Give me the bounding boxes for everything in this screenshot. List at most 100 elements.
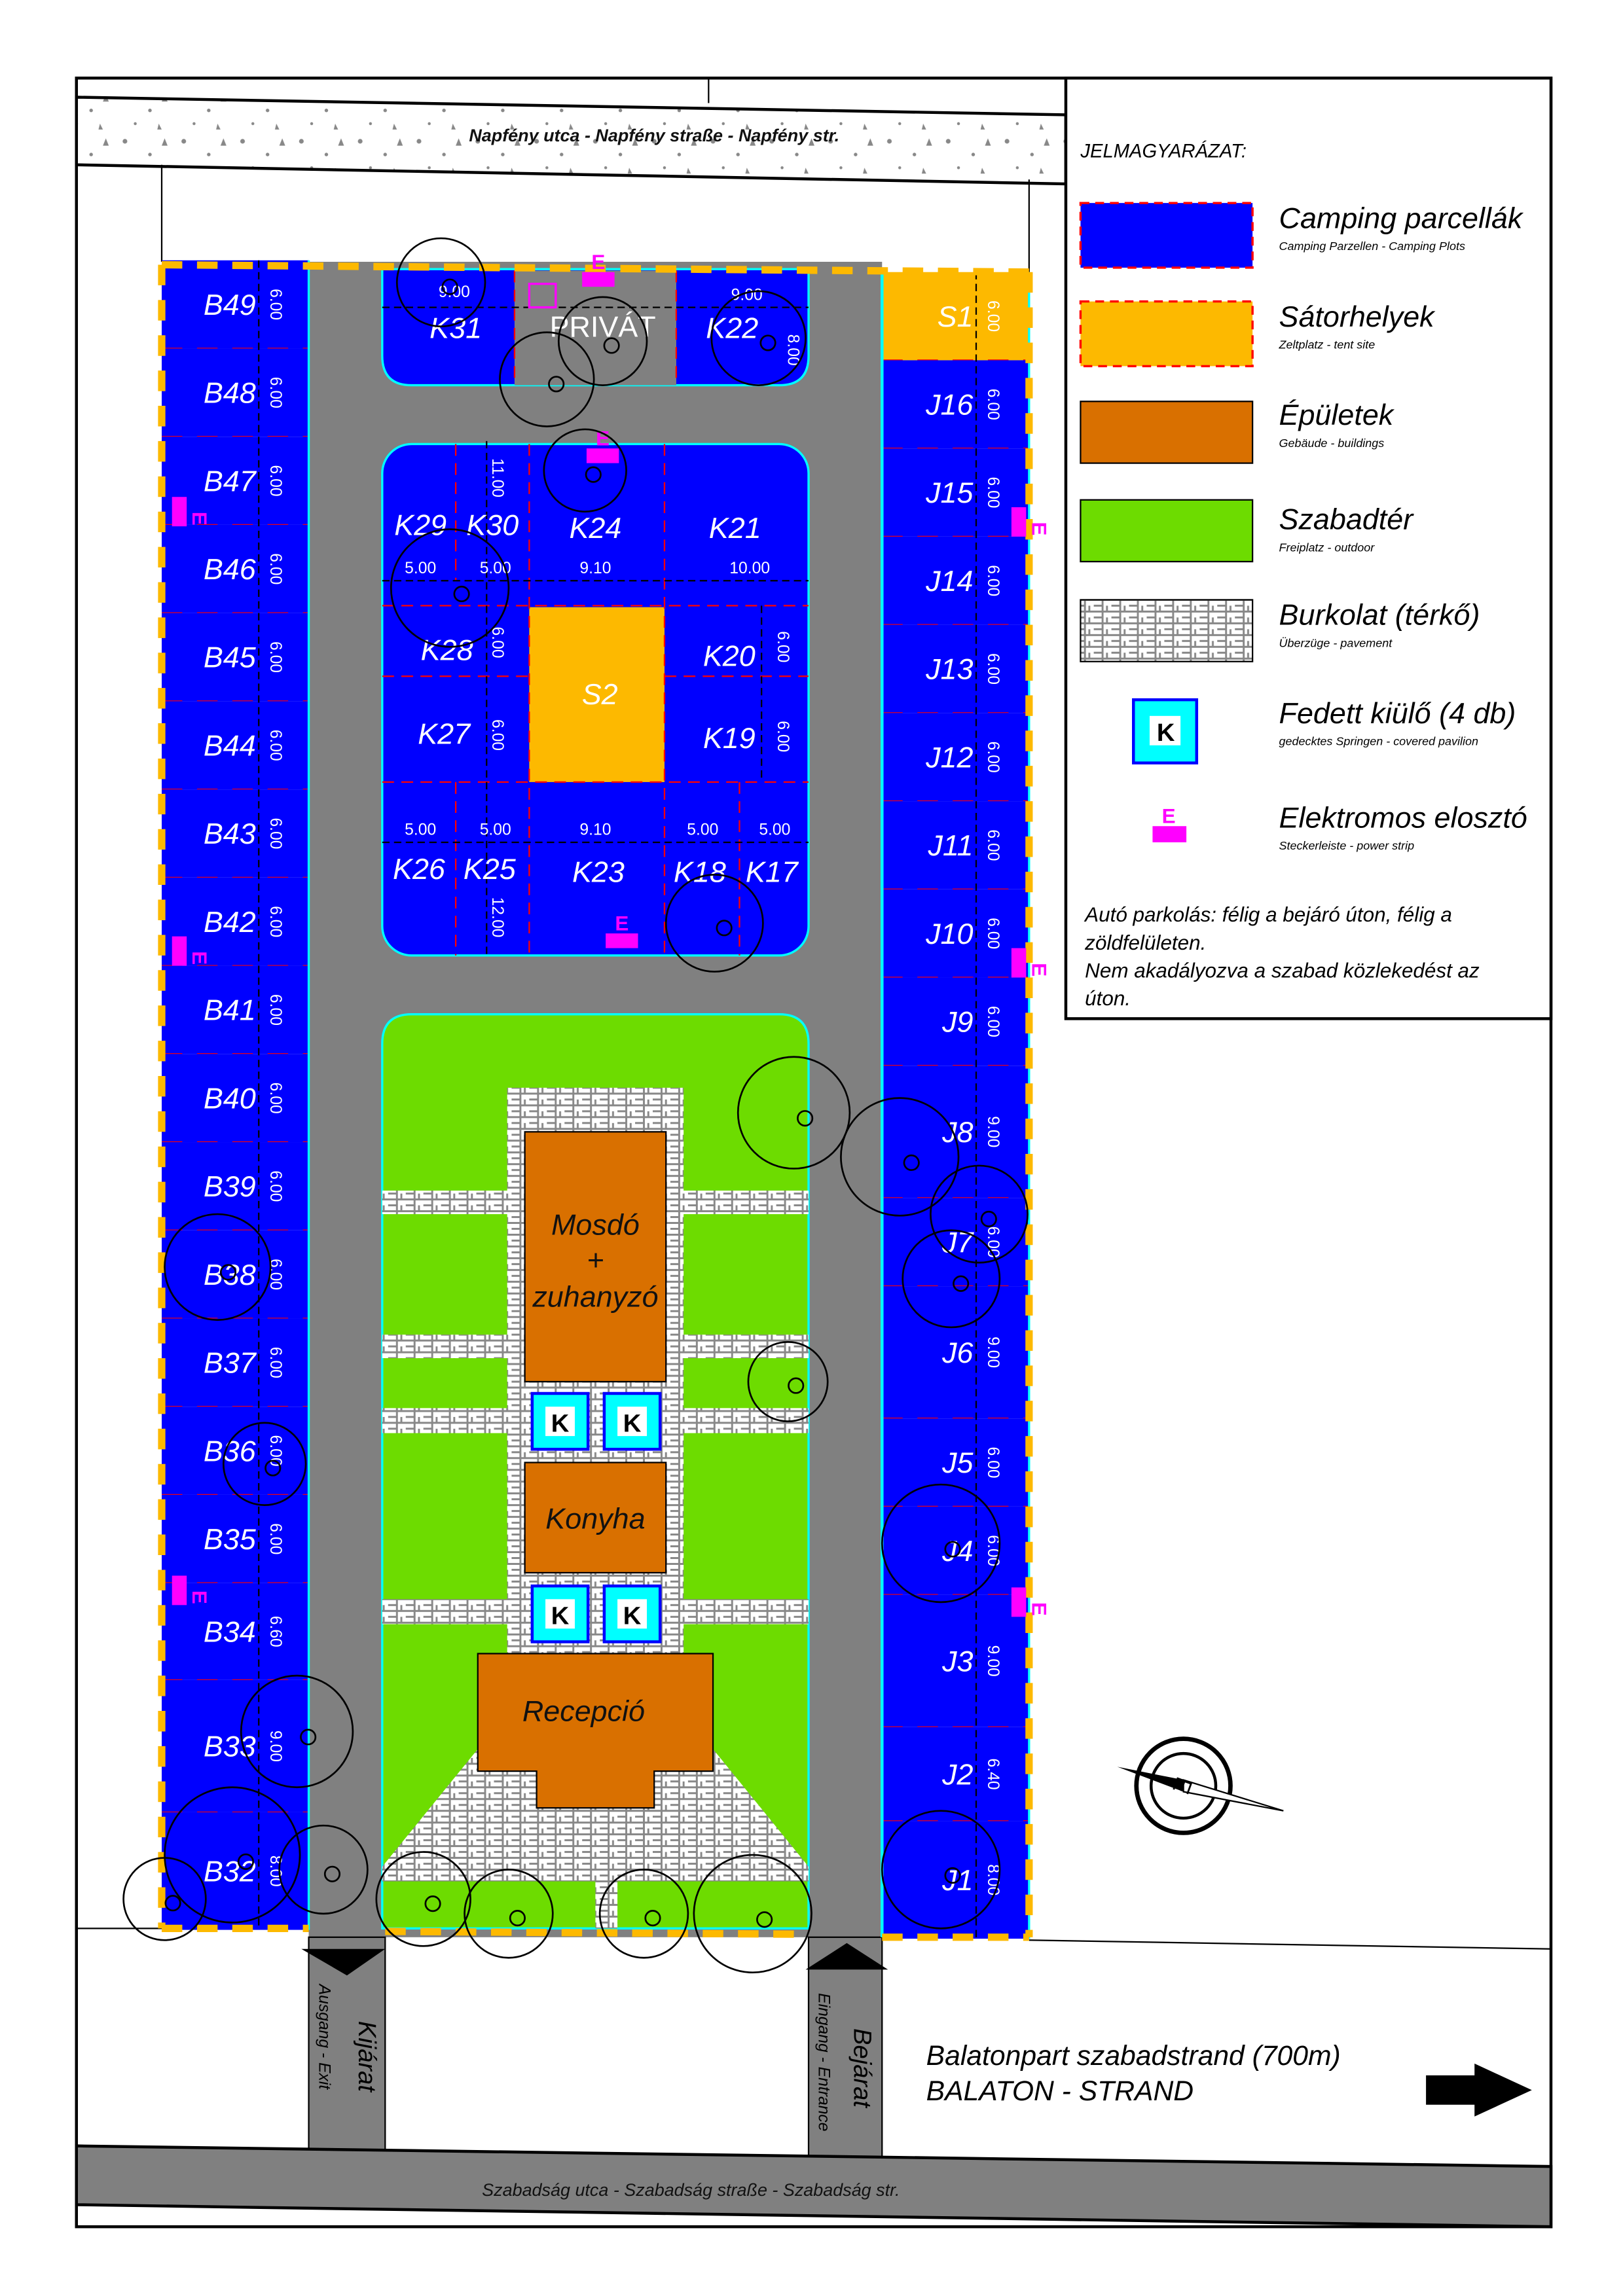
dimension-label: 9.00 bbox=[266, 1731, 284, 1762]
legend-item-subtitle: Gebäude - buildings bbox=[1279, 437, 1385, 450]
kitchen-building[interactable] bbox=[524, 1462, 667, 1574]
arrow-right-icon bbox=[1426, 2063, 1532, 2117]
plot-k19[interactable]: K19 bbox=[703, 721, 756, 755]
dimension-label: 6.00 bbox=[984, 653, 1002, 685]
plot-k21[interactable]: K21 bbox=[709, 511, 761, 545]
plot-label: B35 bbox=[204, 1522, 257, 1556]
reception-building[interactable] bbox=[477, 1653, 714, 1809]
tree-icon bbox=[557, 296, 648, 386]
washroom-building[interactable] bbox=[524, 1131, 667, 1383]
tree-icon bbox=[240, 1674, 354, 1789]
pavilion-k3[interactable]: K bbox=[530, 1584, 590, 1643]
power-strip-icon: E bbox=[172, 497, 211, 527]
dimension-label: 10.00 bbox=[729, 560, 770, 577]
kitchen-label: Konyha bbox=[545, 1502, 645, 1535]
legend: JELMAGYARÁZAT: K E Camping parcellákCamp… bbox=[1064, 77, 1553, 1020]
tree-icon bbox=[122, 1857, 207, 1941]
dimension-label: 9.00 bbox=[984, 1336, 1002, 1368]
tree-icon bbox=[375, 1851, 471, 1947]
dimension-label: 6.00 bbox=[266, 1170, 284, 1202]
tree-icon bbox=[164, 1786, 301, 1924]
plot-k25[interactable]: K25 bbox=[464, 852, 517, 886]
plot-k31[interactable]: K31 bbox=[429, 312, 482, 345]
legend-power-icon: E bbox=[1152, 805, 1187, 842]
plot-k26[interactable]: K26 bbox=[393, 852, 445, 886]
dimension-label: 6.00 bbox=[266, 730, 284, 761]
pavilion-k1[interactable]: K bbox=[530, 1391, 590, 1451]
legend-note-line: Nem akadályozva a szabad közlekedést az bbox=[1085, 960, 1480, 982]
plot-k23[interactable]: K23 bbox=[572, 855, 625, 889]
exit-arrow-icon bbox=[301, 1948, 386, 1976]
tree-icon bbox=[598, 1869, 689, 1959]
dimension-label: 5.00 bbox=[759, 821, 790, 839]
tree-icon bbox=[665, 873, 764, 973]
dimension-label: 9.00 bbox=[984, 1116, 1002, 1147]
exit-sublabel: Ausgang - Exit bbox=[315, 1983, 333, 2090]
power-strip-icon: E bbox=[172, 936, 211, 966]
entrance-sublabel: Eingang - Entrance bbox=[815, 1993, 833, 2131]
dimension-label: 6.00 bbox=[266, 994, 284, 1026]
plot-k17[interactable]: K17 bbox=[746, 855, 799, 889]
svg-text:E: E bbox=[188, 951, 211, 965]
plot-label: J12 bbox=[925, 740, 973, 774]
svg-text:K: K bbox=[551, 1409, 570, 1437]
plot-k20[interactable]: K20 bbox=[703, 639, 756, 672]
tent-site-s2-label: S2 bbox=[582, 677, 618, 711]
legend-item-subtitle: Camping Parzellen - Camping Plots bbox=[1279, 240, 1465, 253]
dimension-label: 6.00 bbox=[266, 289, 284, 320]
tree-icon bbox=[543, 428, 627, 513]
plot-k24[interactable]: K24 bbox=[569, 511, 621, 545]
dimension-label: 6.00 bbox=[984, 742, 1002, 773]
plot-j12[interactable]: J12 6.00 bbox=[882, 713, 1029, 802]
plot-k27[interactable]: K27 bbox=[418, 717, 471, 750]
reception-label: Recepció bbox=[522, 1695, 645, 1728]
plot-k18[interactable]: K18 bbox=[674, 855, 726, 889]
dimension-label: 6.00 bbox=[266, 641, 284, 673]
plot-k28[interactable]: K28 bbox=[421, 634, 473, 667]
plot-label: J9 bbox=[941, 1005, 973, 1039]
tent-site-s2[interactable] bbox=[529, 607, 665, 782]
bottom-street-name: Szabadság utca - Szabadság straße - Szab… bbox=[482, 2180, 900, 2200]
plot-k30[interactable]: K30 bbox=[466, 509, 519, 542]
tree-icon bbox=[499, 331, 595, 427]
top-street-name: Napfény utca - Napfény straße - Napfény … bbox=[469, 126, 839, 145]
plot-label: J15 bbox=[925, 476, 974, 509]
plot-k22[interactable]: K22 bbox=[706, 312, 758, 345]
pavilion-k2[interactable]: K bbox=[602, 1391, 662, 1451]
plot-label: B42 bbox=[204, 905, 256, 939]
pavilion-k4[interactable]: K bbox=[602, 1584, 662, 1643]
legend-note-line: Autó parkolás: félig a bejáró úton, féli… bbox=[1084, 903, 1452, 926]
power-strip-icon: E bbox=[1011, 1587, 1050, 1617]
